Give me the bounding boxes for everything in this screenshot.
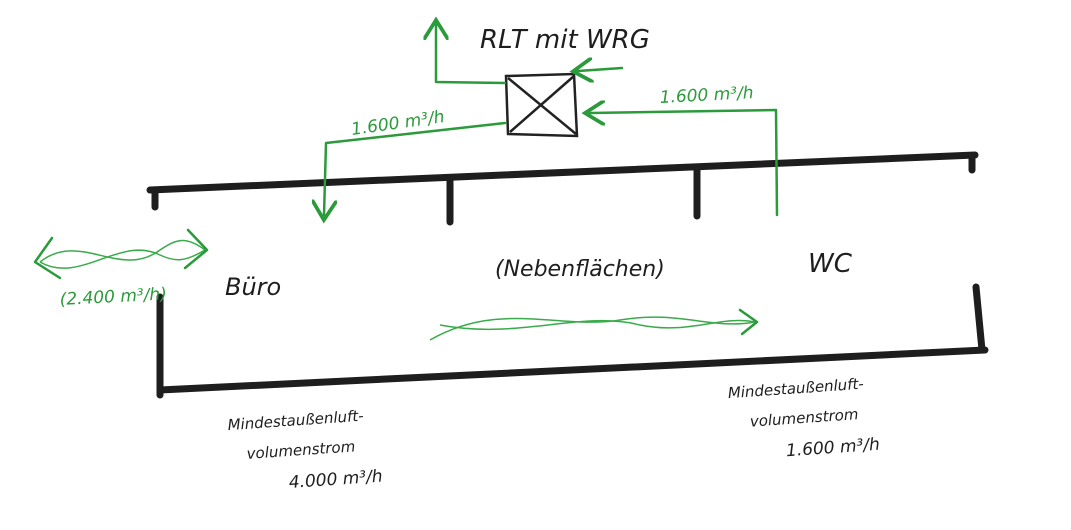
office-req-line1: Mindestaußenluft-	[227, 407, 364, 434]
outdoor-air-arrow	[578, 68, 624, 71]
ahu-title: RLT mit WRG	[480, 25, 650, 55]
room-wall-right	[972, 283, 986, 354]
wc-requirement-note: Mindestaußenluft- volumenstrom 1.600 m³/…	[727, 375, 880, 462]
duct-main-line	[146, 151, 979, 194]
wc-req-line3: 1.600 m³/h	[785, 435, 880, 462]
room-label-wc: WC	[808, 249, 853, 279]
office-req-line3: 4.000 m³/h	[288, 466, 383, 493]
room-floor-line	[156, 346, 989, 394]
room-label-ancillary: (Nebenflächen)	[495, 257, 665, 282]
transfer-air-wave-icon	[429, 308, 759, 341]
office-overflow-wave-icon	[33, 228, 209, 280]
office-requirement-note: Mindestaußenluft- volumenstrom 4.000 m³/…	[227, 407, 383, 493]
extract-duct-arrow	[590, 110, 779, 217]
exhaust-air-arrow	[436, 25, 507, 85]
extract-flow-label: 1.600 m³/h	[659, 83, 754, 108]
office-req-line2: volumenstrom	[246, 437, 356, 463]
supply-duct-arrow	[324, 121, 507, 215]
wc-req-line1: Mindestaußenluft-	[727, 375, 864, 402]
wc-req-line2: volumenstrom	[749, 405, 859, 431]
office-overflow-label: (2.400 m³/h)	[59, 284, 167, 310]
ahu-unit-icon	[504, 72, 579, 138]
room-label-office: Büro	[225, 273, 281, 301]
